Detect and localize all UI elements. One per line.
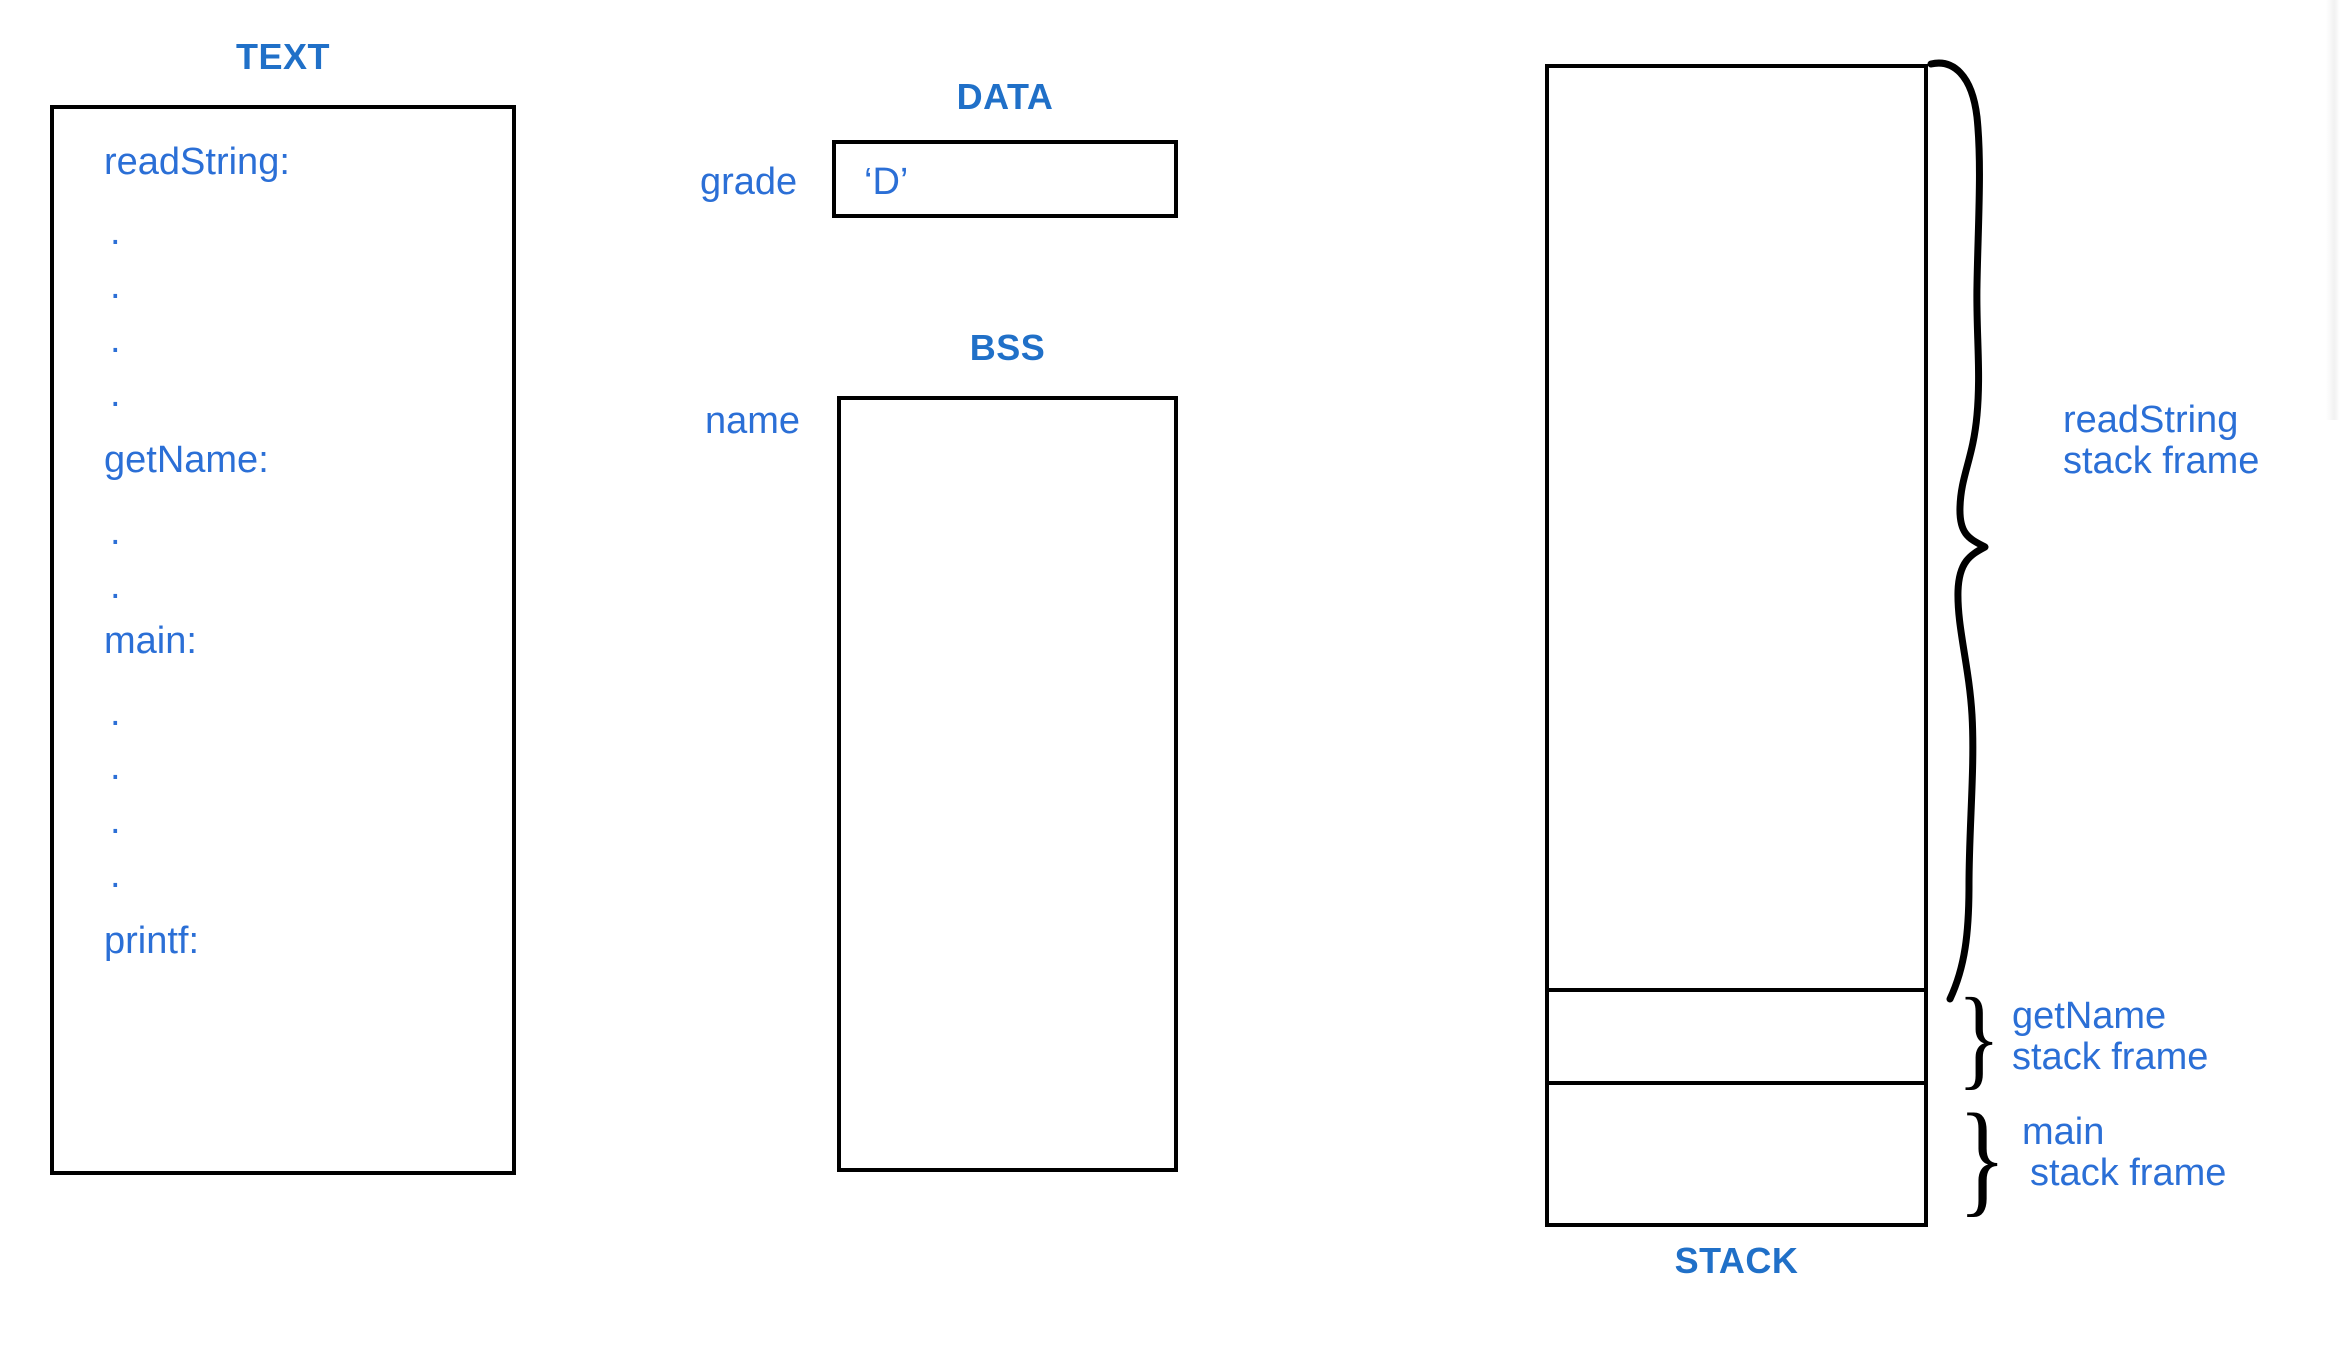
text-line-dot: . xyxy=(110,265,121,307)
text-line-printf: printf: xyxy=(104,920,200,962)
stack-divider-readstring-getname xyxy=(1545,988,1928,992)
data-variable-label: grade xyxy=(700,161,798,203)
text-line-main: main: xyxy=(104,620,197,662)
main-frame-line2: stack frame xyxy=(2030,1152,2227,1195)
getname-brace-icon: } xyxy=(1957,976,2001,1100)
text-line-dot: . xyxy=(110,211,121,253)
data-grade-value: ‘D’ xyxy=(864,161,909,203)
text-line-dot: . xyxy=(110,319,121,361)
stack-section-title: STACK xyxy=(1674,1240,1799,1281)
text-line-dot: . xyxy=(110,800,121,842)
bss-section-title: BSS xyxy=(969,327,1046,368)
getname-frame-annotation: getName stack frame xyxy=(2012,995,2209,1079)
text-line-readstring: readString: xyxy=(104,141,290,183)
readstring-brace-icon xyxy=(1927,59,1989,1003)
readstring-frame-line1: readString xyxy=(2063,399,2239,441)
readstring-frame-annotation: readString stack frame xyxy=(2063,399,2260,483)
main-brace-icon: } xyxy=(1958,1089,2007,1228)
getname-frame-line2: stack frame xyxy=(2012,1036,2209,1079)
text-line-dot: . xyxy=(110,746,121,788)
text-line-getname: getName: xyxy=(104,439,269,481)
text-section-title: TEXT xyxy=(235,36,330,77)
main-frame-line1: main xyxy=(2022,1111,2105,1153)
text-line-dot: . xyxy=(110,854,121,896)
text-segment-box xyxy=(50,105,516,1175)
bss-variable-label: name xyxy=(705,400,801,442)
data-section-title: DATA xyxy=(956,76,1054,117)
stack-divider-getname-main xyxy=(1545,1081,1928,1085)
stack-segment-box xyxy=(1545,64,1928,1227)
text-line-dot: . xyxy=(110,511,121,553)
right-edge-shading xyxy=(2326,0,2340,420)
data-segment-box: ‘D’ xyxy=(832,140,1178,218)
text-line-dot: . xyxy=(110,373,121,415)
text-line-dot: . xyxy=(110,692,121,734)
bss-segment-box xyxy=(837,396,1178,1172)
getname-frame-line1: getName xyxy=(2012,995,2167,1037)
text-line-dot: . xyxy=(110,565,121,607)
readstring-frame-line2: stack frame xyxy=(2063,440,2260,483)
main-frame-annotation: main stack frame xyxy=(2022,1111,2227,1195)
